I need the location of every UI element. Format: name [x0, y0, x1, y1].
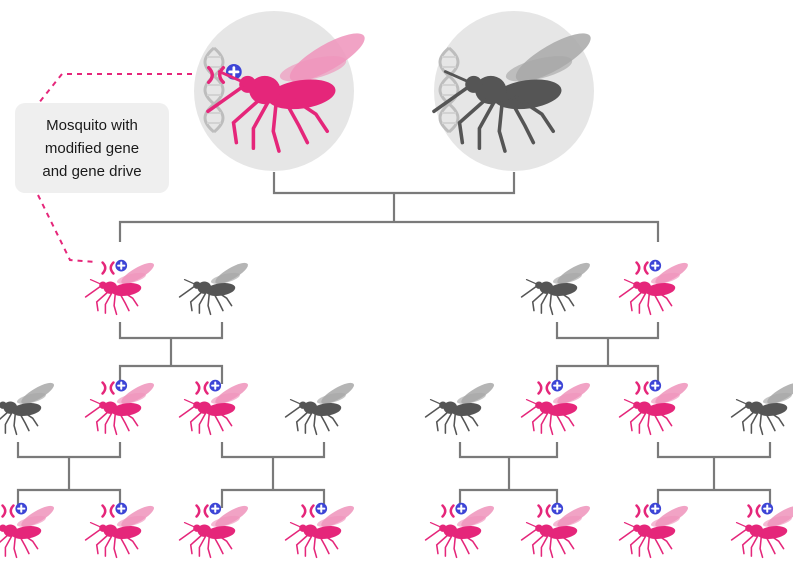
mosquito-wild-icon [520, 258, 594, 316]
gene-drive-marker [635, 378, 663, 395]
generation-2-mosquito-7 [618, 378, 692, 436]
generation-1-mosquito-1 [84, 258, 158, 316]
gene-drive-marker [1, 501, 29, 518]
gene-drive-marker [101, 378, 129, 395]
gene-drive-marker [195, 378, 223, 395]
gene-drive-marker [301, 501, 329, 518]
mosquito-wild-icon [284, 378, 358, 436]
mosquito-wild-icon [424, 378, 498, 436]
parent-modified [194, 11, 373, 171]
generation-3-mosquito-6 [520, 501, 594, 559]
gene-drive-marker [635, 501, 663, 518]
generation-1-mosquito-4 [618, 258, 692, 316]
generation-3-mosquito-2 [84, 501, 158, 559]
inheritance-tree-lines [16, 172, 772, 508]
gene-drive-marker [635, 258, 663, 275]
generation-2-mosquito-5 [424, 378, 498, 436]
offspring-mosquitoes [0, 258, 793, 559]
gene-drive-marker [101, 258, 129, 275]
generation-3-mosquito-4 [284, 501, 358, 559]
gene-drive-marker [537, 378, 565, 395]
generation-2-mosquito-8 [730, 378, 793, 436]
generation-2-mosquito-3 [178, 378, 252, 436]
generation-2-mosquito-2 [84, 378, 158, 436]
generation-2-mosquito-6 [520, 378, 594, 436]
mosquito-wild-icon [0, 378, 58, 436]
callout-label: Mosquito with modified gene and gene dri… [42, 116, 142, 180]
generation-2-mosquito-4 [284, 378, 358, 436]
mosquito-wild-icon [730, 378, 793, 436]
generation-3-mosquito-7 [618, 501, 692, 559]
generation-1-mosquito-2 [178, 258, 252, 316]
generation-2-mosquito-1 [0, 378, 58, 436]
mosquito-modified-icon [0, 501, 58, 559]
mosquito-wild-icon [178, 258, 252, 316]
generation-3-mosquito-1 [0, 501, 58, 559]
generation-3-mosquito-3 [178, 501, 252, 559]
gene-drive-marker [101, 501, 129, 518]
parent-wild [432, 11, 599, 171]
generation-3-mosquito-5 [424, 501, 498, 559]
generation-3-mosquito-8 [730, 501, 793, 559]
callout-box: Mosquito with modified gene and gene dri… [15, 103, 169, 193]
generation-1-mosquito-3 [520, 258, 594, 316]
callout-connector [37, 73, 192, 263]
gene-drive-marker [747, 501, 775, 518]
gene-drive-marker [195, 501, 223, 518]
gene-drive-marker [537, 501, 565, 518]
gene-drive-marker [441, 501, 469, 518]
